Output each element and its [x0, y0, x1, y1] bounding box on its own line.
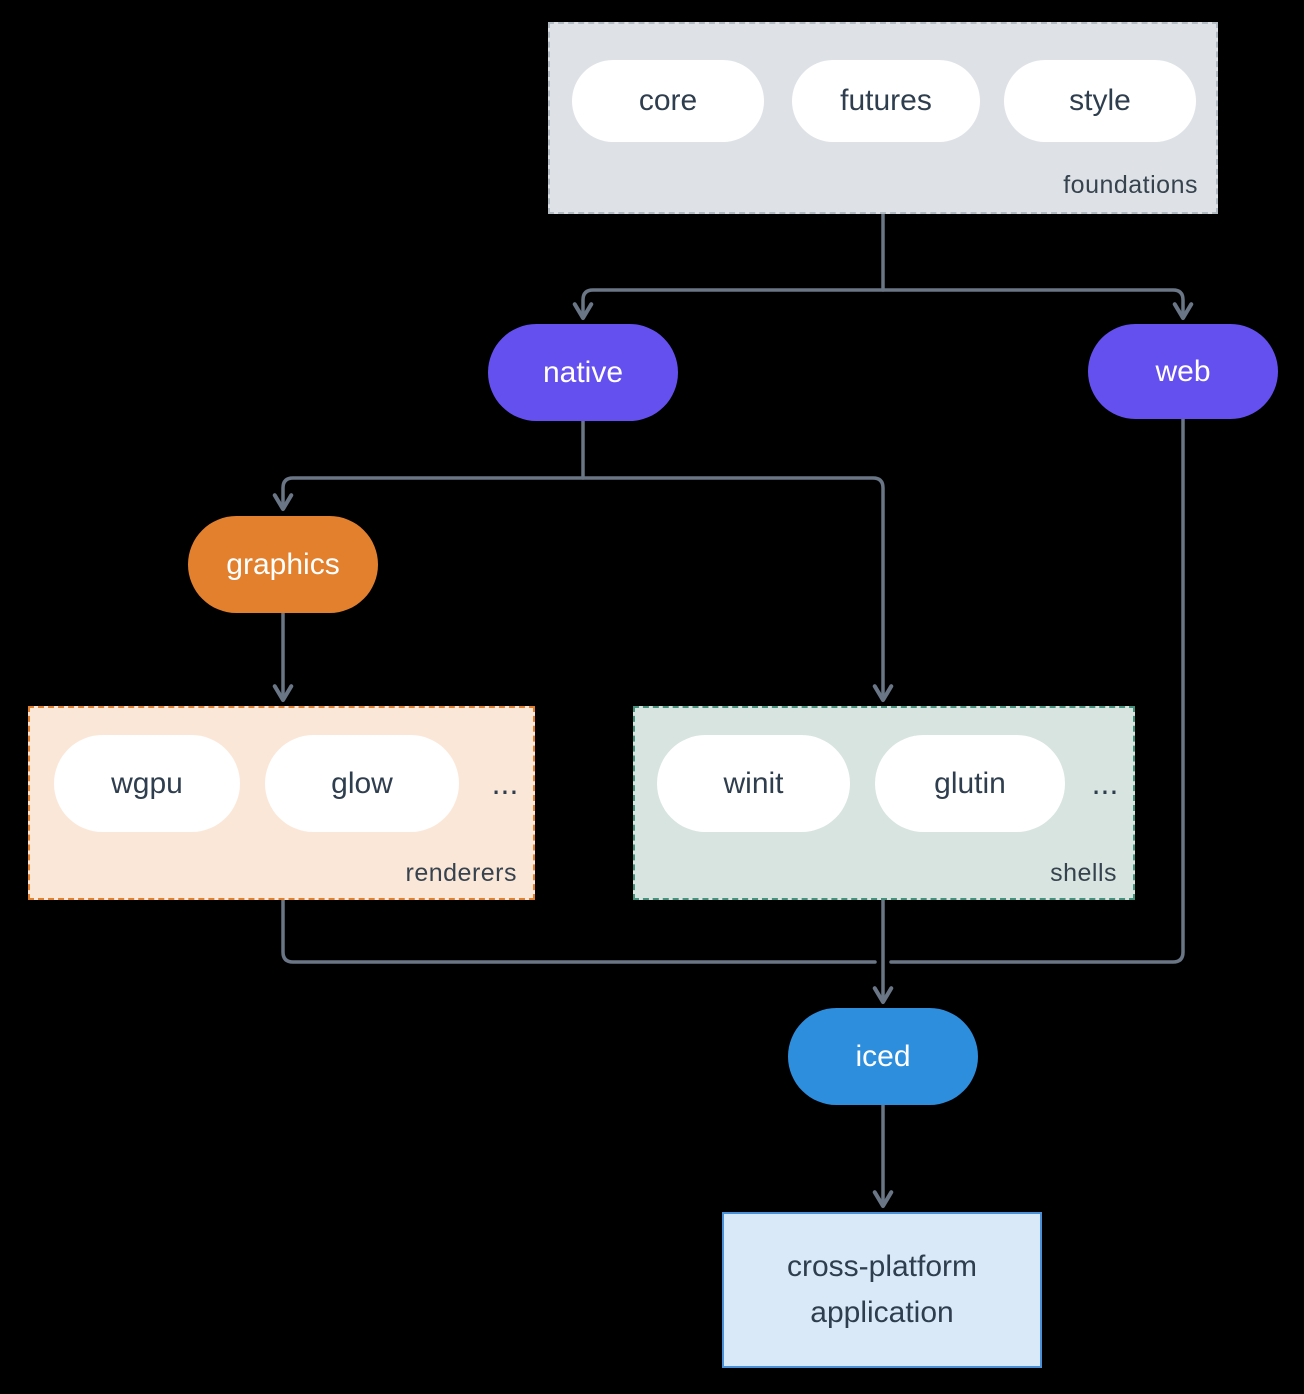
node-web: web	[1088, 324, 1278, 419]
arrow-renderers-to-iced-junction	[281, 898, 877, 964]
shells-group: winit glutin ... shells	[633, 706, 1135, 900]
node-style: style	[1004, 60, 1196, 142]
node-winit: winit	[657, 735, 850, 832]
application-box: cross-platform application	[722, 1212, 1042, 1368]
renderers-group: wgpu glow ... renderers	[28, 706, 535, 900]
node-glow: glow	[265, 735, 459, 832]
node-wgpu: wgpu	[54, 735, 240, 832]
foundations-group: core futures style foundations	[548, 22, 1218, 214]
arrow-native-to-graphics-and-shells	[272, 476, 894, 703]
node-iced: iced	[788, 1008, 978, 1105]
node-core: core	[572, 60, 764, 142]
node-futures: futures	[792, 60, 980, 142]
node-glutin: glutin	[875, 735, 1065, 832]
renderers-ellipsis: ...	[491, 765, 519, 801]
shells-ellipsis: ...	[1091, 765, 1119, 801]
foundations-label: foundations	[1063, 171, 1198, 199]
renderers-label: renderers	[405, 859, 517, 887]
arrow-foundations-to-native-and-web	[572, 288, 1194, 321]
node-graphics: graphics	[188, 516, 378, 613]
node-native: native	[488, 324, 678, 421]
shells-label: shells	[1050, 859, 1117, 887]
